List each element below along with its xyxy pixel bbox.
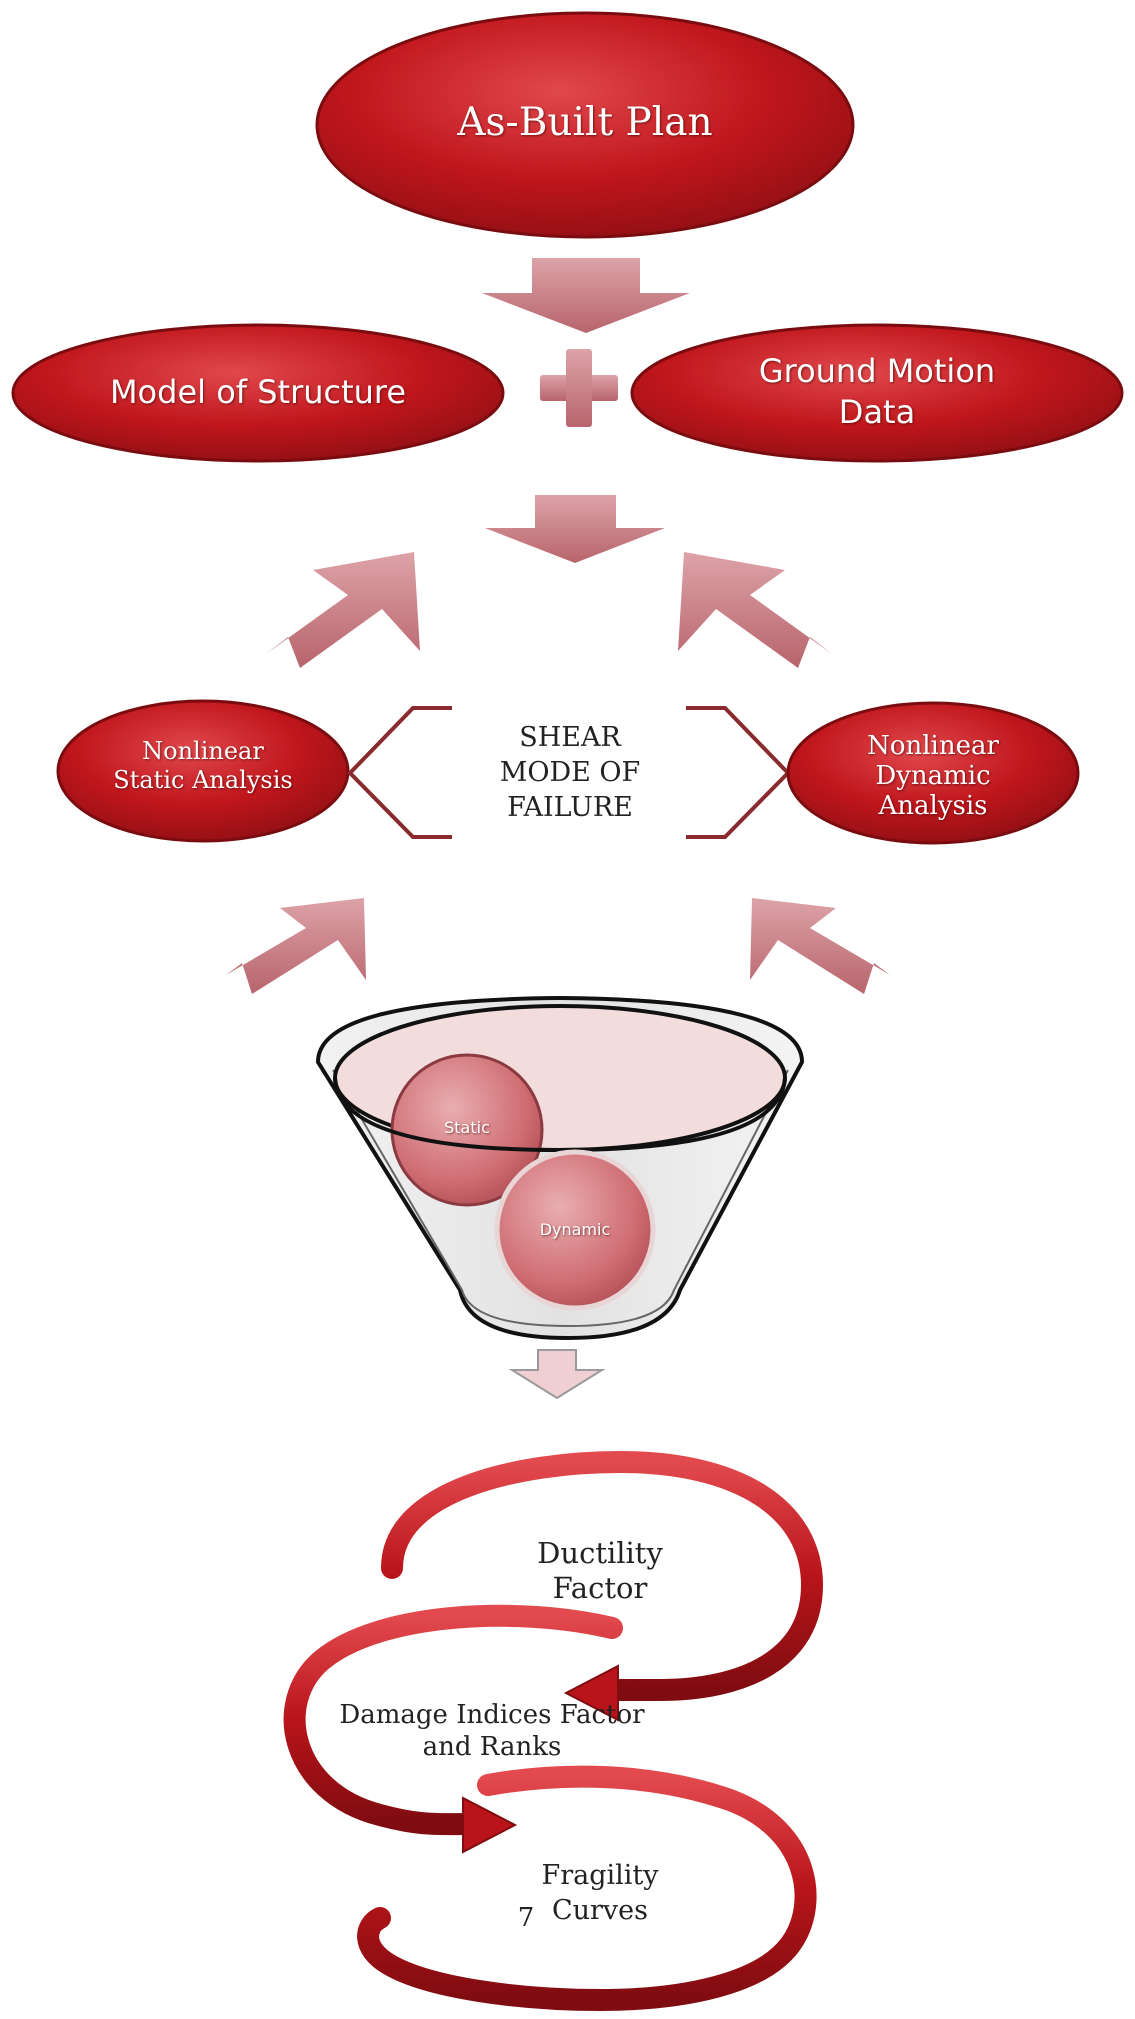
fragility-curves-line2: Curves (551, 1895, 649, 1926)
shear-mode-label-line2: MODE OF (499, 757, 641, 788)
right-bracket (686, 706, 791, 839)
arrow-down-2 (485, 495, 665, 563)
as-built-plan-label: As-Built Plan (457, 100, 713, 145)
nonlinear-dynamic-ellipse (786, 701, 1080, 845)
model-of-structure-ellipse (11, 323, 505, 463)
dynamic-ball-label: Dynamic (539, 1220, 611, 1239)
damage-indices-line2: and Ranks (422, 1732, 562, 1762)
ductility-ring (381, 1450, 824, 1701)
arrow-diagonal-left-1 (266, 552, 420, 668)
plus-icon (540, 349, 618, 427)
static-ball-label: Static (444, 1118, 490, 1137)
ductility-factor-line2: Factor (552, 1571, 648, 1605)
nonlinear-static-label-line1: Nonlinear (142, 737, 264, 765)
nonlinear-static-ellipse (56, 699, 350, 843)
arrow-diagonal-right-1 (678, 552, 832, 668)
funnel-rim-front (333, 1077, 787, 1153)
arrow-down-1 (482, 258, 690, 333)
nonlinear-dynamic-label-line3: Analysis (878, 791, 988, 821)
ground-motion-label-line2: Data (838, 393, 916, 431)
dynamic-ball (494, 1149, 656, 1311)
damage-indices-line1: Damage Indices Factor (339, 1700, 645, 1730)
fragility-ring (357, 1765, 817, 2012)
shear-mode-label-line3: FAILURE (507, 792, 633, 823)
ground-motion-data-ellipse (630, 323, 1124, 463)
ground-motion-label-line1: Ground Motion (758, 352, 996, 390)
page-number: 7 (517, 1903, 535, 1933)
nonlinear-static-label-line2: Static Analysis (113, 766, 293, 794)
ductility-factor-line1: Ductility (537, 1536, 663, 1570)
model-of-structure-label: Model of Structure (109, 373, 407, 411)
fragility-curves-line1: Fragility (541, 1860, 659, 1891)
nonlinear-dynamic-label-line2: Dynamic (875, 761, 991, 791)
arrow-diagonal-right-2 (750, 898, 890, 994)
arrow-down-small (508, 1349, 606, 1400)
as-built-plan-ellipse (315, 11, 855, 239)
shear-mode-label-line1: SHEAR (519, 722, 621, 753)
left-bracket (347, 706, 452, 839)
damage-ring (283, 1604, 623, 1836)
damage-arrowhead (462, 1796, 518, 1854)
ductility-arrowhead (563, 1664, 619, 1722)
nonlinear-dynamic-label-line1: Nonlinear (867, 731, 999, 761)
arrow-diagonal-left-2 (226, 898, 366, 994)
